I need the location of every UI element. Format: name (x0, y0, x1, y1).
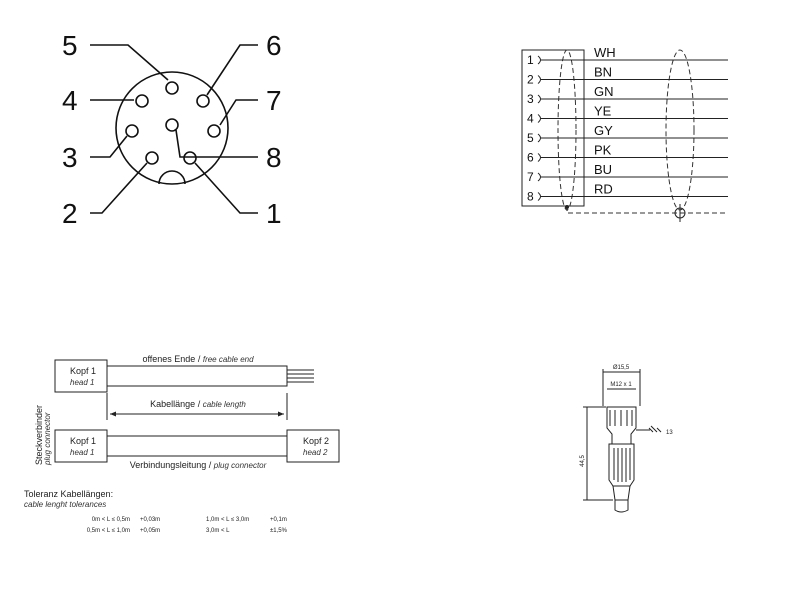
wrench-size-label: 13 (666, 430, 673, 436)
wire-color-label: YE (594, 104, 612, 119)
tol-row2-range-a: 0,5m < L ≤ 1,0m (87, 528, 130, 534)
tol-row2-range-b: 3,0m < L (206, 528, 230, 534)
length-dim-label: 44,5 (580, 455, 586, 467)
wiring-schematic: 1 WH 2 BN 3 GN 4 YE 5 GY 6 PK 7 BU 8 RD (521, 45, 728, 222)
tol-row1-tol-b: +0,1m (270, 517, 287, 523)
length-label: Kabellänge / cable length (150, 399, 246, 409)
connector-dimension-drawing: Ø15,5 M12 x 1 13 44,5 (580, 365, 673, 513)
dim-arrow-left (110, 411, 116, 417)
leader-3 (90, 135, 128, 158)
side-label-de: Steckverbinder (34, 405, 44, 465)
tol-row1-range-a: 0m < L ≤ 0,5m (92, 517, 130, 523)
head1-top-box (54, 359, 108, 393)
pin-label-6: 6 (266, 30, 282, 61)
wire-pin-number: 8 (527, 190, 534, 204)
plug-lead-label: Verbindungsleitung / plug connector (130, 460, 267, 470)
head2-box (286, 429, 340, 463)
free-cable-body (106, 365, 288, 387)
tolerance-title-en: cable lenght tolerances (24, 500, 106, 509)
pin-4-contact (135, 94, 149, 108)
shield-right (665, 49, 695, 211)
wire-pin-number: 2 (527, 73, 534, 87)
pin-label-5: 5 (62, 30, 78, 61)
leader-6 (206, 44, 258, 96)
wire-pin-number: 3 (527, 92, 534, 106)
head1-top-de: Kopf 1 (70, 366, 96, 376)
leader-2 (90, 162, 148, 214)
pin-8-contact (183, 151, 197, 165)
pin-label-2: 2 (62, 198, 78, 229)
free-end-label: offenes Ende / free cable end (142, 354, 254, 364)
wire-color-label: WH (594, 45, 616, 60)
leader-5 (90, 44, 169, 81)
connecting-cable-body (106, 435, 288, 457)
pin-label-1: 1 (266, 198, 282, 229)
leader-7 (219, 99, 258, 126)
pin-5-contact (165, 81, 179, 95)
pin-7-contact (207, 124, 221, 138)
tolerance-table: Toleranz Kabellängen: cable lenght toler… (24, 489, 288, 534)
socket-contact-symbol (537, 114, 541, 123)
pin-6-contact (196, 94, 210, 108)
thread-label: M12 x 1 (610, 382, 632, 388)
head1-top-en: head 1 (70, 378, 94, 387)
pin-label-7: 7 (266, 85, 282, 116)
wire-color-label: GN (594, 84, 614, 99)
wire-color-label: BU (594, 162, 612, 177)
socket-contact-symbol (537, 75, 541, 84)
socket-contact-symbol (537, 94, 541, 104)
socket-contact-symbol (537, 55, 541, 65)
shield-left (557, 49, 577, 211)
cable-stub (614, 500, 629, 513)
wire-pin-number: 4 (527, 112, 534, 126)
dim-arrow-right (278, 411, 284, 417)
wire-pin-number: 5 (527, 131, 534, 145)
wire-color-label: PK (594, 143, 612, 158)
head2-en: head 2 (303, 448, 328, 457)
cable-gland (612, 485, 631, 501)
pin-label-8: 8 (266, 142, 282, 173)
head2-de: Kopf 2 (303, 436, 329, 446)
head1-bottom-de: Kopf 1 (70, 436, 96, 446)
tolerance-title-de: Toleranz Kabellängen: (24, 489, 113, 499)
socket-contact-symbol (537, 172, 541, 182)
diameter-label: Ø15,5 (613, 365, 630, 371)
drain-wire (566, 206, 728, 214)
coding-key (158, 170, 186, 185)
pin-1-contact (165, 118, 179, 132)
tol-row2-tol-a: +0,05m (140, 528, 160, 534)
wire-rows: 1 WH 2 BN 3 GN 4 YE 5 GY 6 PK 7 BU 8 RD (527, 45, 728, 204)
pin-label-3: 3 (62, 142, 78, 173)
head1-bottom-en: head 1 (70, 448, 94, 457)
side-label-en: plug connector (43, 412, 52, 466)
pin-2-contact (145, 151, 159, 165)
leader-8 (175, 129, 258, 158)
head1-bottom-box (54, 429, 108, 463)
pinout-diagram: 5 6 4 7 3 8 2 1 (62, 30, 282, 229)
socket-contact-symbol (537, 192, 541, 201)
wire-pin-number: 7 (527, 170, 534, 184)
wire-color-label: RD (594, 182, 613, 197)
socket-contact-symbol (537, 153, 541, 162)
connector-face-outline (115, 71, 229, 185)
tol-row2-tol-b: ±1,5% (270, 528, 288, 534)
tol-row1-range-b: 1,0m < L ≤ 3,0m (206, 517, 249, 523)
socket-contact-symbol (537, 133, 541, 143)
tol-row1-tol-a: +0,03m (140, 517, 160, 523)
wire-pin-number: 1 (527, 53, 534, 67)
cable-assembly: Steckverbinder plug connector Kopf 1 hea… (34, 354, 340, 470)
leader-1 (194, 162, 258, 214)
wrench-icon (648, 425, 662, 433)
pin-3-contact (125, 124, 139, 138)
wire-color-label: GY (594, 123, 613, 138)
drain-node (565, 205, 569, 209)
wire-color-label: BN (594, 65, 612, 80)
wire-pin-number: 6 (527, 151, 534, 165)
pin-label-4: 4 (62, 85, 78, 116)
